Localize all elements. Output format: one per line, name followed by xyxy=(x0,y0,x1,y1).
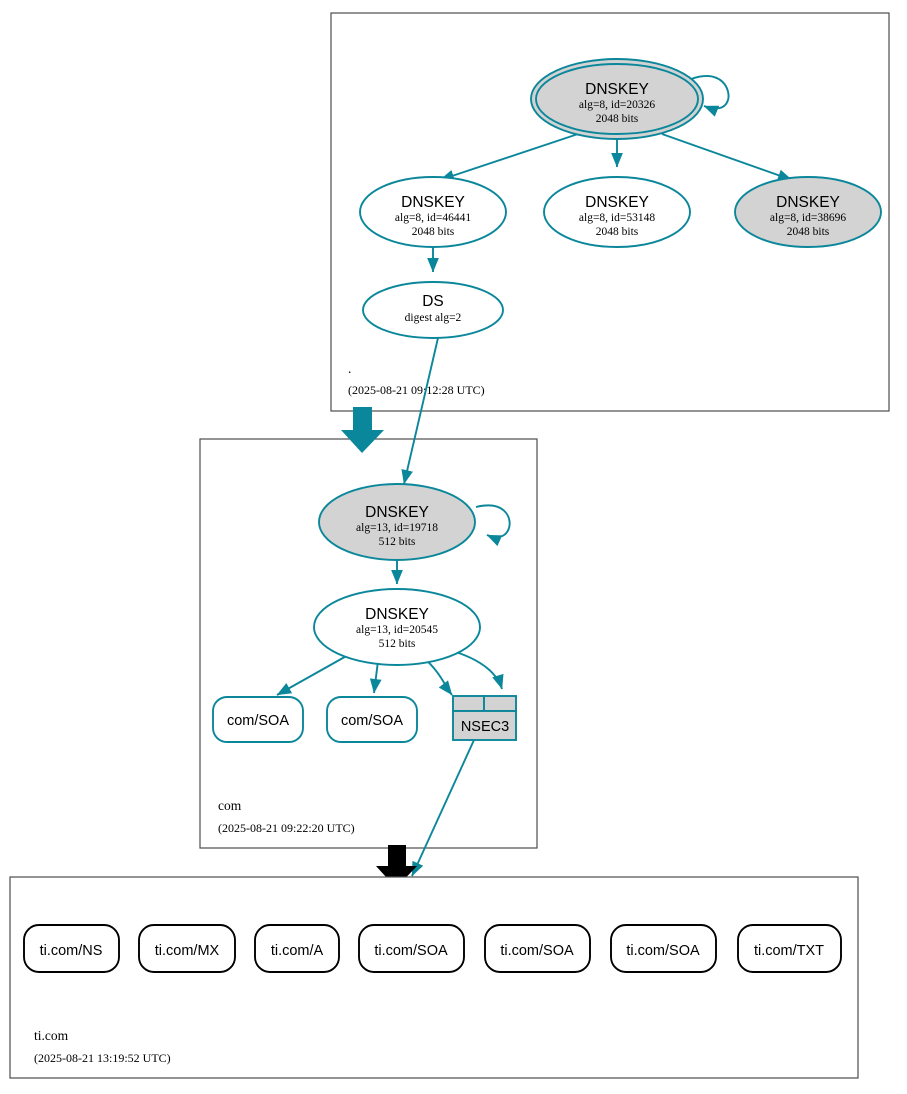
nsec3-label: NSEC3 xyxy=(461,719,509,735)
edge-ds-to-com-ksk19718 xyxy=(401,337,439,485)
ksk-20326-line3: 2048 bits xyxy=(596,113,639,125)
zone-root-name: . xyxy=(348,361,351,376)
edge-nsec3-to-ticom xyxy=(411,739,475,877)
delegation-arrow-root-to-com xyxy=(341,407,384,453)
nsec3-body-cell xyxy=(452,710,517,741)
ti-mx-box xyxy=(138,924,236,973)
zone-com-name: com xyxy=(218,798,242,813)
node-dnskey-ksk-19718[interactable]: DNSKEY alg=13, id=19718 512 bits xyxy=(318,483,476,561)
edge-zsk20545-to-comsoa1 xyxy=(276,653,351,696)
ti-a-label: ti.com/A xyxy=(271,943,324,959)
edge-zsk20545-to-comsoa2 xyxy=(369,660,382,694)
ksk-19718-ellipse xyxy=(318,483,476,561)
zsk-53148-ellipse xyxy=(543,176,691,248)
nsec3-header-cell-left xyxy=(452,695,485,712)
ti-a-box xyxy=(254,924,340,973)
ti-soa-1-box xyxy=(358,924,465,973)
com-soa-1-box xyxy=(212,696,304,743)
zsk-46441-line3: 2048 bits xyxy=(412,226,455,238)
ksk-20326-inner-ellipse xyxy=(535,63,699,135)
node-rrset-ti-ns[interactable]: ti.com/NS xyxy=(23,924,120,973)
ksk-20326-line2: alg=8, id=20326 xyxy=(579,99,655,111)
zsk-38696-line3: 2048 bits xyxy=(787,226,830,238)
node-dnskey-zsk-53148[interactable]: DNSKEY alg=8, id=53148 2048 bits xyxy=(543,176,691,248)
edge-ksk20326-self xyxy=(690,75,730,117)
zone-ticom-border xyxy=(9,876,859,1079)
ti-ns-label: ti.com/NS xyxy=(40,943,103,959)
zone-root-timestamp: (2025-08-21 09:12:28 UTC) xyxy=(348,383,485,397)
com-soa-1-label: com/SOA xyxy=(227,713,289,729)
ds-com-title: DS xyxy=(422,293,444,310)
ds-com-ellipse xyxy=(362,281,504,339)
ksk-20326-title: DNSKEY xyxy=(585,81,649,98)
ksk-19718-title: DNSKEY xyxy=(365,504,429,521)
ti-soa-3-box xyxy=(610,924,717,973)
node-rrset-com-soa-1[interactable]: com/SOA xyxy=(212,696,304,743)
zsk-46441-line2: alg=8, id=46441 xyxy=(395,212,471,224)
node-rrset-ti-soa-3[interactable]: ti.com/SOA xyxy=(610,924,717,973)
zsk-20545-line3: 512 bits xyxy=(379,638,416,650)
ds-com-line2: digest alg=2 xyxy=(405,312,462,324)
zsk-38696-line2: alg=8, id=38696 xyxy=(770,212,846,224)
zsk-20545-title: DNSKEY xyxy=(365,606,429,623)
zone-ticom-timestamp: (2025-08-21 13:19:52 UTC) xyxy=(34,1051,171,1065)
nsec3-header-cell-right xyxy=(483,695,517,712)
ti-mx-label: ti.com/MX xyxy=(155,943,220,959)
ti-soa-1-label: ti.com/SOA xyxy=(374,943,448,959)
com-soa-2-label: com/SOA xyxy=(341,713,403,729)
ksk-19718-line3: 512 bits xyxy=(379,536,416,548)
node-rrset-ti-a[interactable]: ti.com/A xyxy=(254,924,340,973)
ti-soa-3-label: ti.com/SOA xyxy=(626,943,700,959)
ti-soa-2-box xyxy=(484,924,591,973)
node-dnskey-zsk-38696[interactable]: DNSKEY alg=8, id=38696 2048 bits xyxy=(734,176,882,248)
zsk-53148-title: DNSKEY xyxy=(585,194,649,211)
node-rrset-ti-soa-2[interactable]: ti.com/SOA xyxy=(484,924,591,973)
ti-txt-label: ti.com/TXT xyxy=(754,943,824,959)
zsk-53148-line3: 2048 bits xyxy=(596,226,639,238)
edge-ksk19718-self xyxy=(475,504,511,547)
zsk-46441-title: DNSKEY xyxy=(401,194,465,211)
zsk-38696-ellipse xyxy=(734,176,882,248)
zone-ticom: ti.com (2025-08-21 13:19:52 UTC) xyxy=(9,876,859,1079)
zone-com-timestamp: (2025-08-21 09:22:20 UTC) xyxy=(218,821,355,835)
zone-ticom-name: ti.com xyxy=(34,1028,69,1043)
node-ds-com[interactable]: DS digest alg=2 xyxy=(362,281,504,339)
zsk-20545-line2: alg=13, id=20545 xyxy=(356,624,438,636)
node-rrset-ti-txt[interactable]: ti.com/TXT xyxy=(737,924,842,973)
ksk-19718-line2: alg=13, id=19718 xyxy=(356,522,438,534)
node-rrset-ti-mx[interactable]: ti.com/MX xyxy=(138,924,236,973)
root-edges xyxy=(427,75,793,273)
node-dnskey-ksk-20326[interactable]: DNSKEY alg=8, id=20326 2048 bits xyxy=(530,58,704,140)
zsk-38696-title: DNSKEY xyxy=(776,194,840,211)
ti-ns-box xyxy=(23,924,120,973)
edge-ksk20326-to-zsk38696 xyxy=(661,133,793,181)
com-soa-2-box xyxy=(326,696,418,743)
node-nsec3-com[interactable]: NSEC3 xyxy=(452,695,517,741)
node-dnskey-zsk-46441[interactable]: DNSKEY alg=8, id=46441 2048 bits xyxy=(359,176,507,248)
node-dnskey-zsk-20545[interactable]: DNSKEY alg=13, id=20545 512 bits xyxy=(313,588,481,666)
ti-txt-box xyxy=(737,924,842,973)
node-rrset-ti-soa-1[interactable]: ti.com/SOA xyxy=(358,924,465,973)
node-rrset-com-soa-2[interactable]: com/SOA xyxy=(326,696,418,743)
edge-ksk20326-to-zsk46441 xyxy=(439,132,582,182)
zsk-46441-ellipse xyxy=(359,176,507,248)
zsk-20545-ellipse xyxy=(313,588,481,666)
zsk-53148-line2: alg=8, id=53148 xyxy=(579,212,655,224)
ti-soa-2-label: ti.com/SOA xyxy=(500,943,574,959)
